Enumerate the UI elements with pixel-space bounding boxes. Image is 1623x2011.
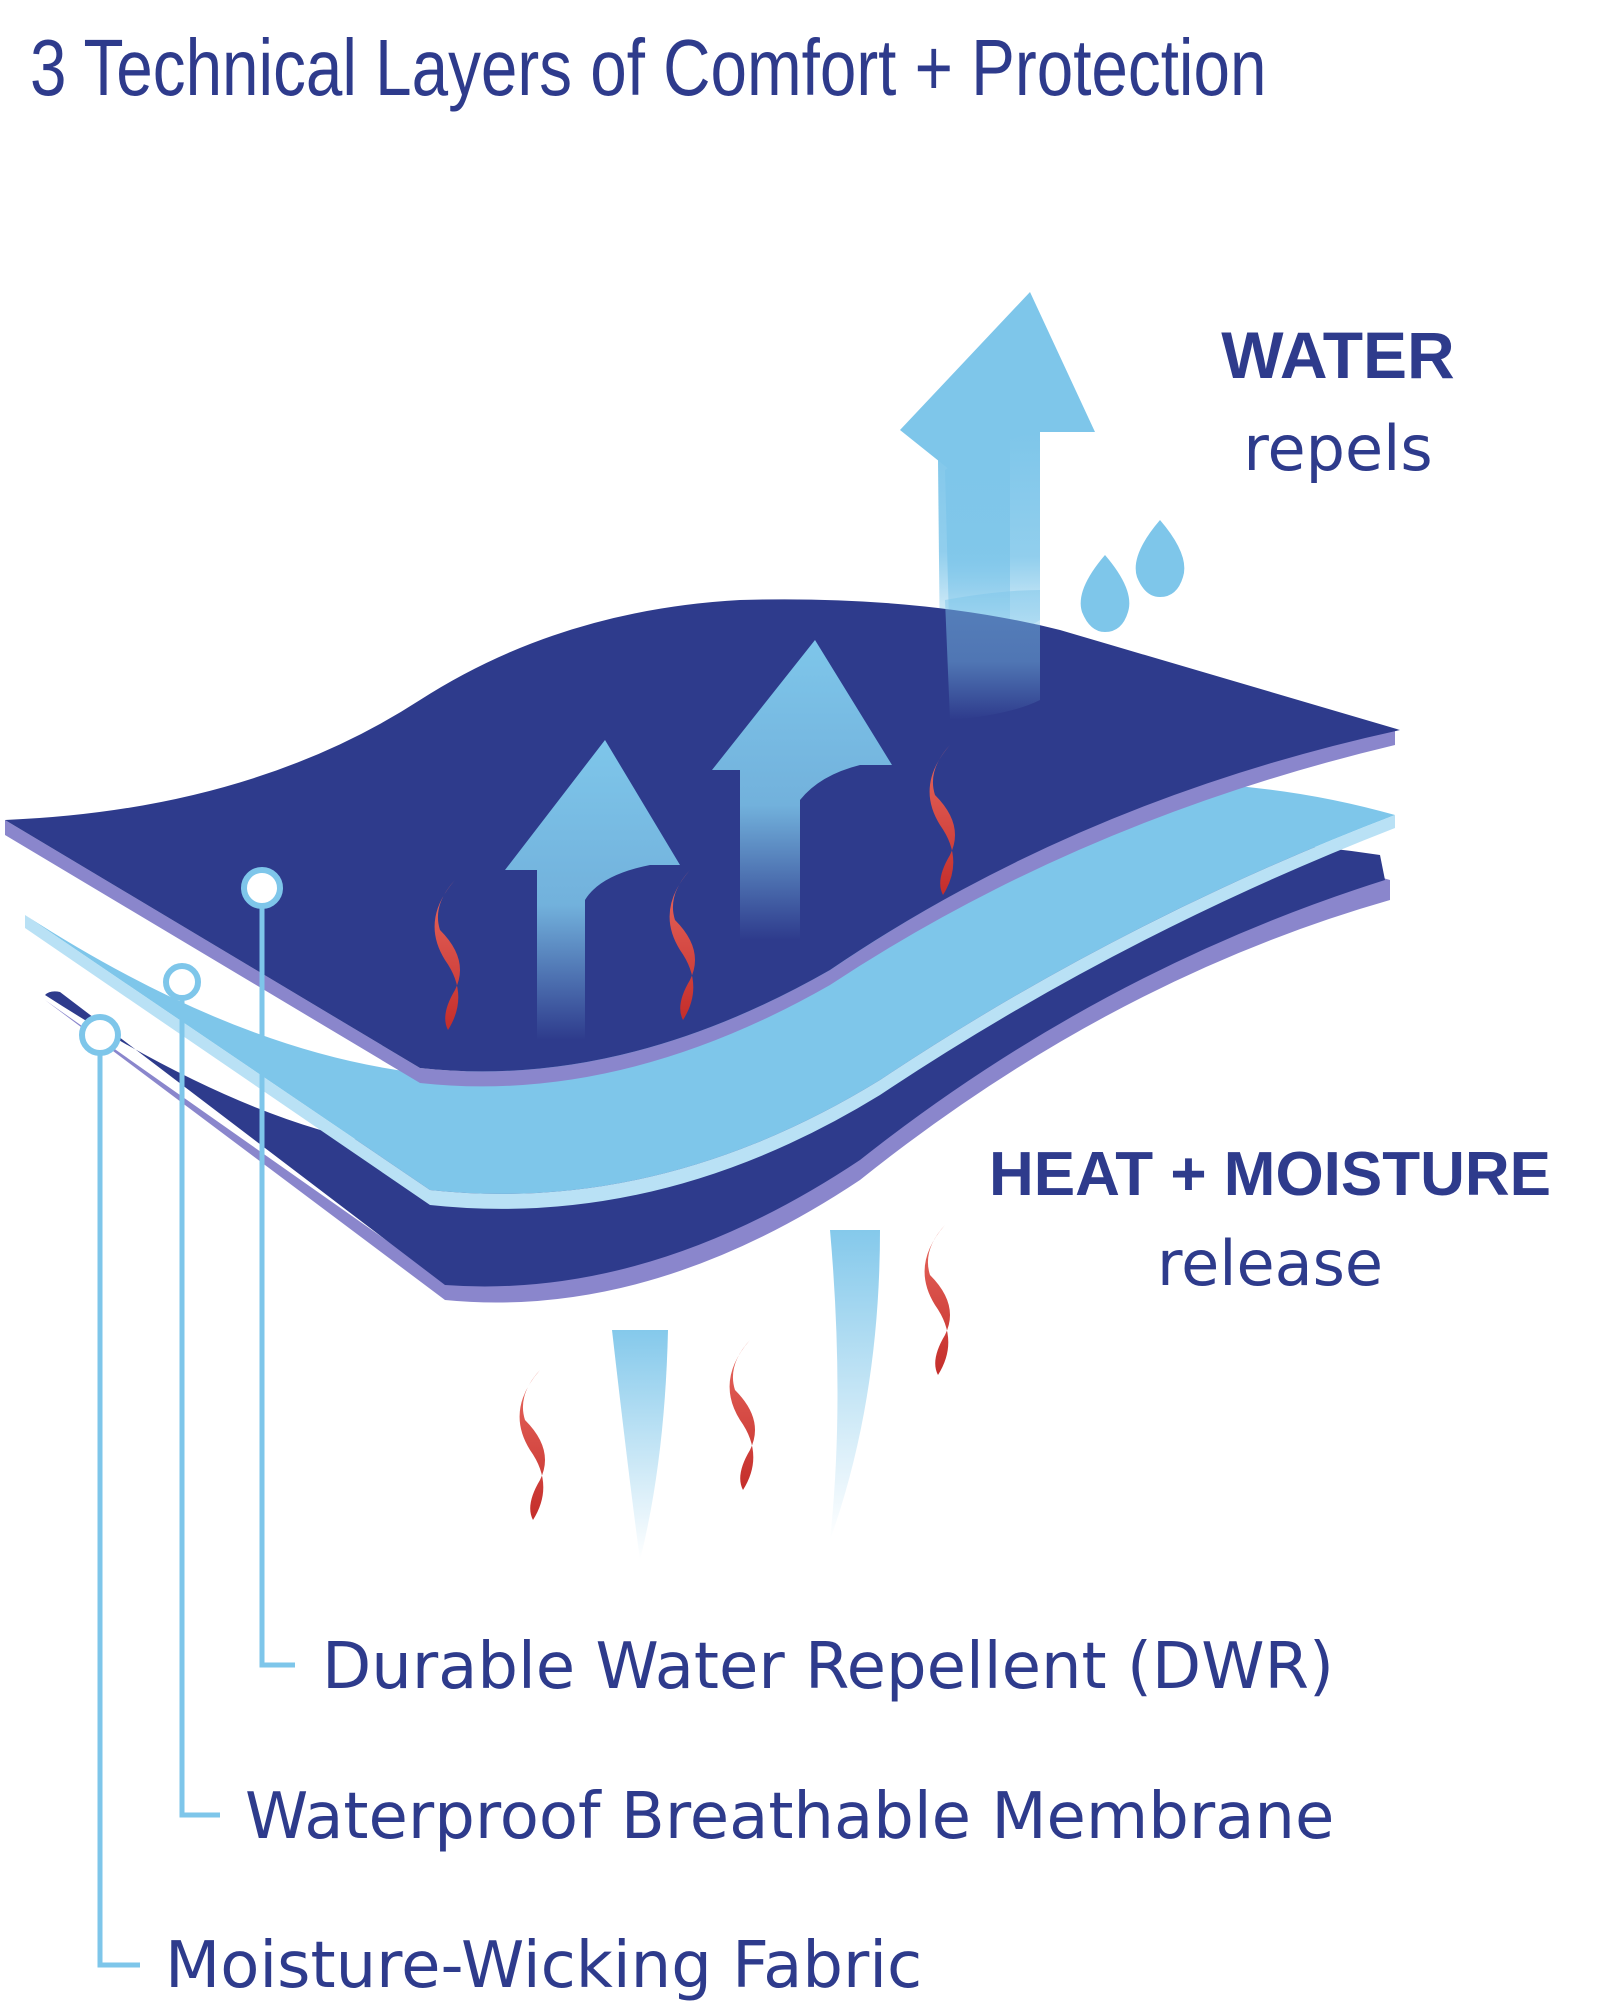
water-subheading: repels — [1243, 412, 1432, 485]
heat-subheading: release — [1157, 1227, 1383, 1300]
membrane-leader-line — [179, 985, 220, 1818]
membrane-label: Waterproof Breathable Membrane — [245, 1780, 1334, 1854]
page-title: 3 Technical Layers of Comfort + Protecti… — [30, 23, 1266, 113]
up-arrow-icon — [505, 740, 680, 1040]
fabric-label: Moisture-Wicking Fabric — [165, 1929, 922, 2003]
water-heading: WATER — [1221, 318, 1454, 392]
dwr-callout-dot — [241, 867, 283, 909]
vapor-stream-icon — [612, 1230, 880, 1560]
heat-wave-icon — [434, 745, 955, 1520]
fabric-leader-line — [97, 1035, 140, 1968]
dwr-layer — [5, 599, 1400, 1087]
up-arrow-icon — [945, 590, 1040, 720]
dwr-leader-line — [259, 888, 295, 1668]
membrane-callout-dot — [163, 963, 201, 1001]
dwr-label: Durable Water Repellent (DWR) — [322, 1630, 1334, 1704]
up-arrow-icon — [712, 640, 892, 940]
water-drop-icon — [1080, 520, 1185, 632]
layer-callouts — [97, 888, 295, 1968]
heat-heading: HEAT + MOISTURE — [989, 1140, 1551, 1209]
fabric-callout-dot — [79, 1014, 121, 1056]
